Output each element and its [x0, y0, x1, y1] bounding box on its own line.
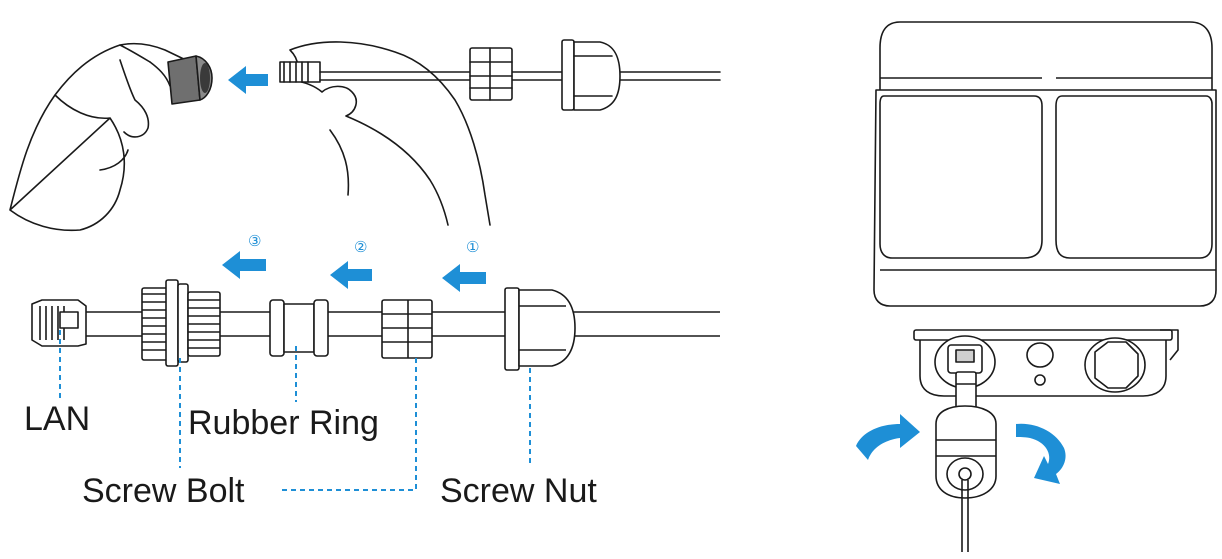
- rj45-plug-top: [279, 61, 321, 83]
- installed-gland: [935, 371, 997, 499]
- device-left-panel: [879, 95, 1043, 259]
- lan-connector: [31, 299, 87, 347]
- step-3-label: ③: [248, 233, 261, 250]
- step-1-label: ①: [466, 239, 479, 256]
- hands-cap-illustration: [9, 39, 721, 232]
- device-body: [879, 21, 1213, 93]
- outdoor-device: [873, 21, 1217, 552]
- screw-nut: [504, 287, 576, 371]
- screw-nut-label: Screw Nut: [440, 472, 597, 510]
- screw-nut-top: [561, 39, 621, 111]
- rotate-arrow-icon: [856, 414, 920, 460]
- arrow-left-icon: [442, 264, 486, 292]
- device-right-panel: [1055, 95, 1213, 259]
- step-2-label: ②: [354, 239, 367, 256]
- lan-label: LAN: [24, 400, 90, 438]
- right-gland: [1084, 329, 1179, 393]
- leader-lines: [59, 330, 531, 491]
- rubber-ring: [269, 299, 329, 357]
- screw-bolt: [141, 279, 221, 367]
- arrow-left-icon: [222, 251, 266, 279]
- lan-port: [934, 335, 996, 389]
- vent: [1026, 342, 1054, 368]
- collet: [381, 299, 433, 359]
- arrow-left-icon: [228, 66, 268, 94]
- rubber-ring-label: Rubber Ring: [188, 404, 379, 442]
- arrow-left-icon: [330, 261, 372, 289]
- left-finger: [149, 61, 171, 87]
- exploded-assembly: [31, 279, 720, 371]
- collet-top: [469, 47, 513, 101]
- rotate-arrow-icon: [1016, 423, 1066, 484]
- step-arrows: [222, 251, 486, 292]
- screw-bolt-label: Screw Bolt: [82, 472, 245, 510]
- left-hand: [9, 42, 191, 232]
- waterproof-cap: [167, 55, 213, 105]
